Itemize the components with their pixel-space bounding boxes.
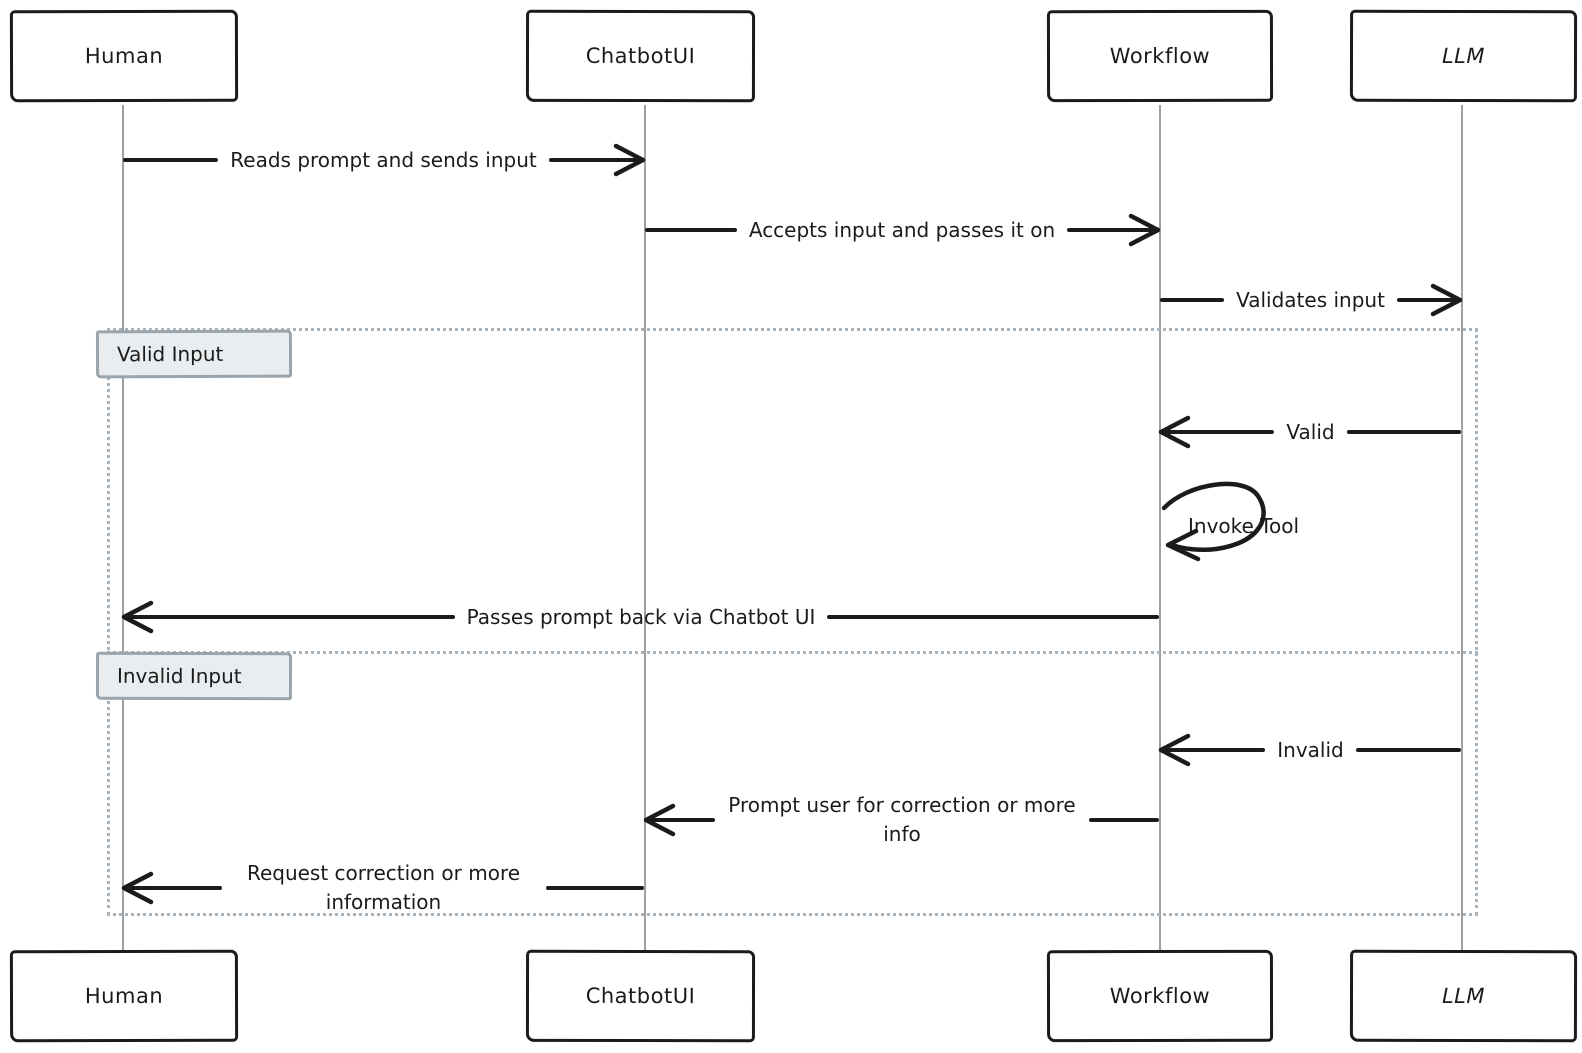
message-line <box>1160 298 1225 302</box>
actor-workflow-bottom: Workflow <box>1046 949 1274 1043</box>
lifeline-llm <box>1461 105 1463 953</box>
message-line <box>123 886 222 890</box>
alt-frame <box>107 328 1478 916</box>
actor-chatbotui-label: ChatbotUI <box>585 983 696 1009</box>
message-passes-prompt-back: Passes prompt back via Chatbot UI <box>121 595 1160 639</box>
message-validates-input: Validates input <box>1160 278 1463 322</box>
arrowhead-left-icon <box>1158 415 1191 449</box>
actor-workflow-label: Workflow <box>1109 983 1211 1009</box>
message-label: Invalid <box>1277 737 1344 762</box>
message-request-correction: Request correction or more information <box>121 856 644 920</box>
message-label: Request correction or more information <box>246 861 521 914</box>
actor-chatbotui-label: ChatbotUI <box>585 43 696 69</box>
message-reads-prompt: Reads prompt and sends input <box>123 138 646 182</box>
message-label: Accepts input and passes it on <box>748 217 1056 242</box>
actor-llm-label: LLM <box>1441 983 1486 1009</box>
actor-human-label: Human <box>84 983 164 1009</box>
actor-llm-top: LLM <box>1349 9 1578 103</box>
message-label: Prompt user for correction or more info <box>728 793 1076 846</box>
actor-human-top: Human <box>9 9 239 103</box>
message-line <box>1160 430 1275 434</box>
arrowhead-right-icon <box>613 143 646 177</box>
alt-section-label-invalid-text: Invalid Input <box>116 663 242 689</box>
actor-workflow-top: Workflow <box>1046 9 1274 103</box>
arrowhead-right-icon <box>1128 213 1161 247</box>
message-line <box>123 615 455 619</box>
actor-llm-bottom: LLM <box>1349 949 1578 1043</box>
actor-human-bottom: Human <box>9 949 239 1043</box>
actor-llm-label: LLM <box>1441 43 1486 69</box>
alt-section-label-valid: Valid Input <box>95 329 293 379</box>
arrowhead-left-icon <box>643 803 676 837</box>
message-invalid: Invalid <box>1158 728 1462 772</box>
arrowhead-left-icon <box>121 600 154 634</box>
message-label: Valid <box>1286 419 1335 444</box>
lifeline-workflow <box>1159 105 1161 953</box>
actor-chatbotui-top: ChatbotUI <box>525 9 756 103</box>
arrowhead-left-icon <box>1158 733 1191 767</box>
message-line <box>548 158 644 162</box>
message-invoke-tool-label: Invoke Tool <box>1188 514 1300 538</box>
message-accepts-input: Accepts input and passes it on <box>645 198 1161 262</box>
alt-section-label-invalid: Invalid Input <box>95 651 293 701</box>
message-line <box>645 228 737 232</box>
message-line <box>1160 748 1266 752</box>
message-label: Passes prompt back via Chatbot UI <box>466 604 816 629</box>
message-line <box>1396 298 1462 302</box>
message-line <box>645 818 715 822</box>
message-label: Reads prompt and sends input <box>230 147 537 172</box>
message-line <box>827 615 1160 619</box>
message-line <box>1089 818 1159 822</box>
message-line <box>1067 228 1159 232</box>
alt-section-divider <box>107 651 1478 654</box>
message-line <box>1355 748 1462 752</box>
lifeline-chatbotui <box>644 105 646 953</box>
message-valid: Valid <box>1158 410 1462 454</box>
message-line <box>1346 430 1462 434</box>
actor-workflow-label: Workflow <box>1109 43 1211 69</box>
actor-chatbotui-bottom: ChatbotUI <box>525 949 756 1043</box>
message-line <box>545 886 644 890</box>
arrowhead-left-icon <box>121 871 154 905</box>
message-prompt-user-correction: Prompt user for correction or more info <box>643 788 1159 852</box>
self-loop-arrow <box>1161 481 1266 562</box>
message-label: Validates input <box>1236 287 1385 312</box>
message-line <box>123 158 219 162</box>
alt-section-label-valid-text: Valid Input <box>116 341 224 367</box>
lifeline-human <box>122 105 124 953</box>
actor-human-label: Human <box>84 43 164 69</box>
arrowhead-right-icon <box>1430 283 1463 317</box>
